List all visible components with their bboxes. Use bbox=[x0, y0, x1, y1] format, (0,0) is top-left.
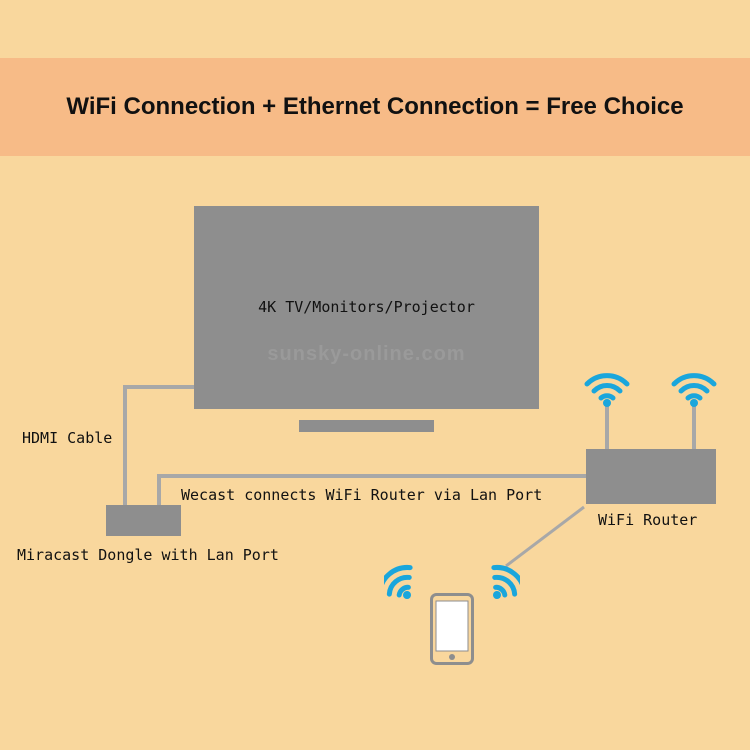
wifi-icon bbox=[491, 564, 520, 599]
title-banner bbox=[0, 58, 750, 156]
dongle-label: Miracast Dongle with Lan Port bbox=[17, 546, 279, 564]
wireless-link-line bbox=[505, 505, 585, 568]
router-label: WiFi Router bbox=[598, 511, 698, 529]
page-title: WiFi Connection + Ethernet Connection = … bbox=[66, 93, 684, 120]
smartphone-icon bbox=[430, 593, 474, 665]
hdmi-cable-line bbox=[123, 385, 194, 505]
lan-link-label: Wecast connects WiFi Router via Lan Port bbox=[181, 486, 543, 504]
miracast-dongle bbox=[106, 505, 181, 536]
lan-cable-line bbox=[157, 474, 586, 505]
tv-stand bbox=[299, 420, 434, 432]
wifi-router bbox=[586, 449, 716, 504]
tv-monitor: 4K TV/Monitors/Projector sunsky-online.c… bbox=[194, 206, 539, 409]
watermark: sunsky-online.com bbox=[267, 343, 466, 365]
hdmi-cable-label: HDMI Cable bbox=[22, 429, 113, 447]
wifi-icon bbox=[671, 373, 717, 407]
wifi-icon bbox=[384, 564, 413, 599]
tv-label: 4K TV/Monitors/Projector bbox=[258, 298, 475, 316]
wifi-icon bbox=[584, 373, 630, 407]
